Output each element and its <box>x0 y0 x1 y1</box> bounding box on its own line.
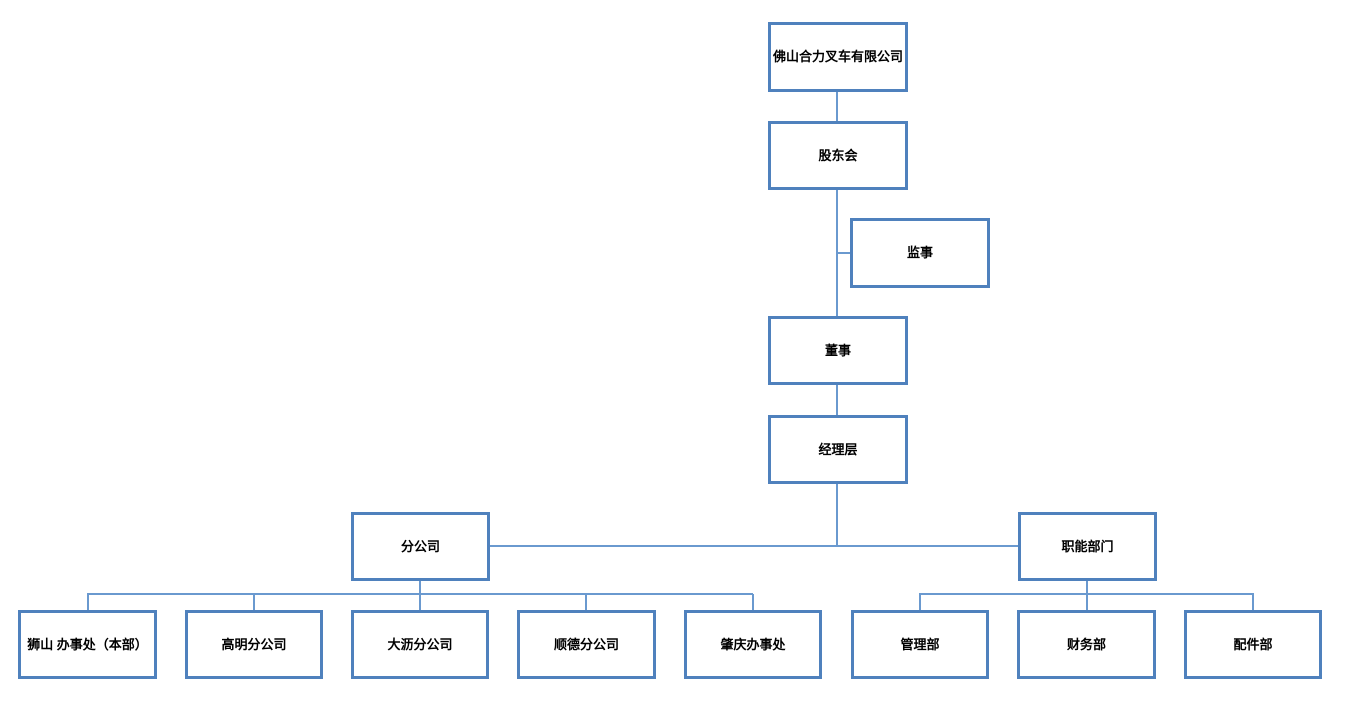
connector-shareholders-director <box>836 190 838 316</box>
node-shunde-branch[interactable]: 顺德分公司 <box>517 610 656 679</box>
connector-branches-down <box>419 581 421 594</box>
connector-drop-shunde <box>585 594 587 610</box>
node-zhaoqing-office-label: 肇庆办事处 <box>720 636 786 652</box>
node-company-label: 佛山合力叉车有限公司 <box>772 49 903 65</box>
connector-drop-zhaoqing <box>752 594 754 610</box>
node-management-dept[interactable]: 管理部 <box>851 610 989 679</box>
node-supervisor-label: 监事 <box>906 245 933 261</box>
node-branches[interactable]: 分公司 <box>351 512 490 581</box>
connector-supervisor-stub <box>838 252 850 254</box>
connector-drop-finance-dept <box>1086 594 1088 610</box>
node-finance-dept[interactable]: 财务部 <box>1017 610 1156 679</box>
node-shareholders[interactable]: 股东会 <box>768 121 908 190</box>
node-director[interactable]: 董事 <box>768 316 908 385</box>
connector-functional-down <box>1086 581 1088 594</box>
node-shishan-office-label: 狮山 办事处（本部） <box>27 636 148 652</box>
node-functional-label: 职能部门 <box>1061 538 1114 554</box>
connector-drop-mgmt-dept <box>919 594 921 610</box>
connector-mid-horizontal <box>490 545 1018 547</box>
node-gaoming-branch[interactable]: 高明分公司 <box>185 610 323 679</box>
node-director-label: 董事 <box>824 342 851 358</box>
node-shareholders-label: 股东会 <box>818 147 858 163</box>
node-shunde-branch-label: 顺德分公司 <box>553 636 619 652</box>
connector-director-management <box>836 385 838 415</box>
connector-drop-dali <box>419 594 421 610</box>
node-supervisor[interactable]: 监事 <box>850 218 990 288</box>
node-management-dept-label: 管理部 <box>900 636 940 652</box>
node-shishan-office[interactable]: 狮山 办事处（本部） <box>18 610 157 679</box>
node-company[interactable]: 佛山合力叉车有限公司 <box>768 22 908 92</box>
node-management-label: 经理层 <box>818 441 858 457</box>
node-dali-branch[interactable]: 大沥分公司 <box>351 610 489 679</box>
node-zhaoqing-office[interactable]: 肇庆办事处 <box>684 610 822 679</box>
connector-drop-gaoming <box>253 594 255 610</box>
node-finance-dept-label: 财务部 <box>1066 636 1106 652</box>
connector-drop-parts-dept <box>1252 594 1254 610</box>
connector-drop-shishan <box>87 594 89 610</box>
node-management[interactable]: 经理层 <box>768 415 908 484</box>
connector-company-shareholders <box>836 92 838 121</box>
node-parts-dept-label: 配件部 <box>1233 636 1273 652</box>
node-parts-dept[interactable]: 配件部 <box>1184 610 1322 679</box>
node-branches-label: 分公司 <box>400 538 440 554</box>
node-functional[interactable]: 职能部门 <box>1018 512 1157 581</box>
connector-management-down <box>836 484 838 546</box>
node-gaoming-branch-label: 高明分公司 <box>221 636 287 652</box>
node-dali-branch-label: 大沥分公司 <box>387 636 453 652</box>
